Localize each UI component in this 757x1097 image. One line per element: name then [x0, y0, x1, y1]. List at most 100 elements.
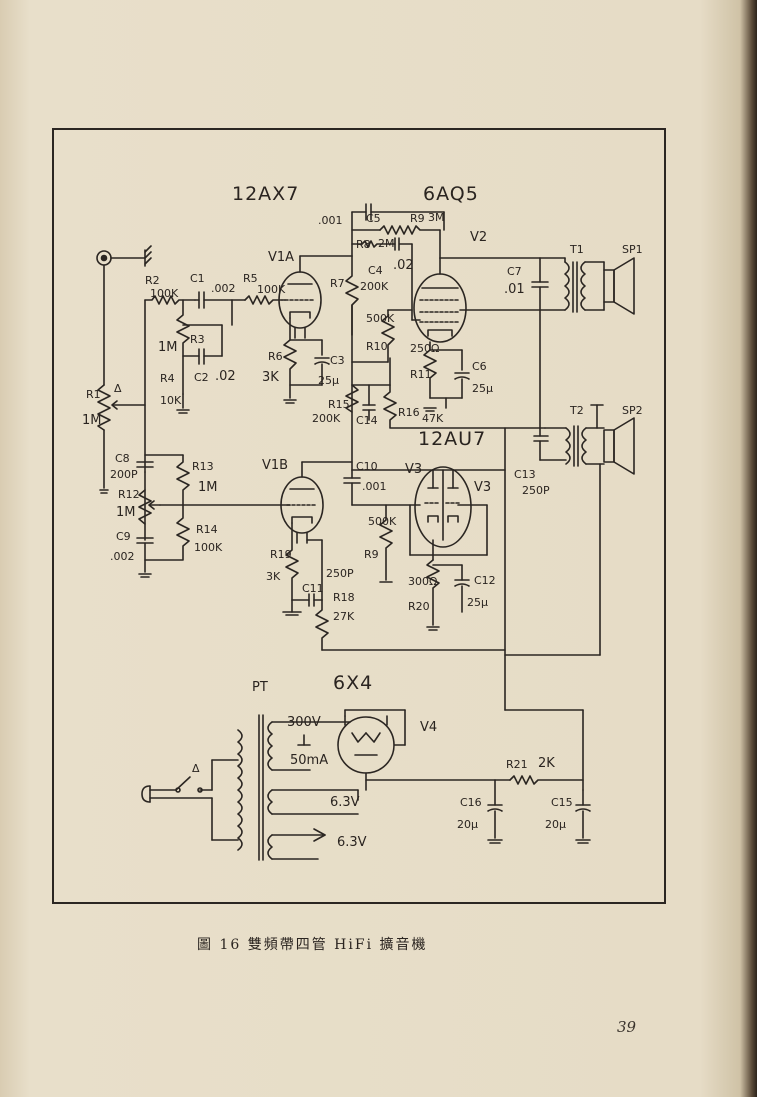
- v2-tube-icon: [413, 257, 467, 343]
- title-6aq5: 6AQ5: [423, 183, 479, 205]
- label-v2: V2: [470, 230, 488, 245]
- value-c3: 25μ: [318, 374, 339, 387]
- v1a-tube-icon: [278, 255, 322, 339]
- label-r14: R14: [196, 523, 218, 536]
- r12-pot: [138, 489, 152, 525]
- label-v1a: V1A: [268, 250, 295, 265]
- label-r13: R13: [192, 460, 214, 473]
- value-r16: 47K: [422, 412, 444, 425]
- label-c13: C13: [514, 468, 536, 481]
- label-c3: C3: [330, 354, 345, 367]
- r3-resistor: [176, 299, 190, 395]
- r16-resistor: [383, 384, 546, 429]
- label-c14: C14: [356, 414, 378, 427]
- label-t1: T1: [570, 243, 584, 256]
- value-r20: 300Ω: [408, 575, 438, 588]
- label-fil2: 6.3V: [337, 835, 367, 850]
- r6-resistor: [283, 317, 297, 399]
- value-c6: 25μ: [472, 382, 493, 395]
- value-c10: .001: [362, 480, 387, 493]
- c12-capacitor: [454, 564, 470, 613]
- r19-resistor: [285, 522, 299, 601]
- label-r21: R21: [506, 758, 528, 771]
- label-c1: C1: [190, 272, 205, 285]
- label-c9: C9: [116, 530, 131, 543]
- value-r6: 3K: [262, 370, 279, 385]
- label-c11: C11: [302, 582, 324, 595]
- c15-capacitor: [575, 789, 591, 839]
- sp2-speaker-icon: [603, 417, 635, 475]
- c9-capacitor: [136, 537, 154, 573]
- title-12ax7: 12AX7: [232, 183, 300, 205]
- t2-transformer-icon: [565, 404, 605, 467]
- v3-tube-icon: [414, 466, 472, 548]
- value-r5: 100K: [257, 283, 286, 296]
- value-r9: 3M: [428, 211, 445, 224]
- input-jack-icon: [96, 245, 152, 386]
- r11-resistor: [423, 341, 437, 399]
- label-v4: V4: [420, 720, 438, 735]
- label-fil1: 6.3V: [330, 795, 360, 810]
- value-c12: 25μ: [467, 596, 488, 609]
- label-r7: R7: [330, 277, 345, 290]
- c1-capacitor: [194, 291, 233, 309]
- r7-resistor: [345, 255, 359, 336]
- label-c4: C4: [368, 264, 383, 277]
- value-r14: 100K: [194, 541, 223, 554]
- label-sp2: SP2: [622, 404, 643, 417]
- c3-capacitor: [314, 357, 330, 386]
- label-c2: C2: [194, 371, 209, 384]
- label-pt: PT: [252, 680, 268, 695]
- r9-resistor: [379, 225, 441, 235]
- label-r15: R15: [328, 398, 350, 411]
- label-r12: R12: [118, 488, 140, 501]
- label-v1b: V1B: [262, 458, 289, 473]
- r18-resistor: [315, 599, 329, 651]
- label-hv-current: 50mA: [290, 753, 329, 768]
- label-r6: R6: [268, 350, 283, 363]
- value-r19: 3K: [266, 570, 281, 583]
- label-sp1: SP1: [622, 243, 643, 256]
- label-r4: R4: [160, 372, 175, 385]
- value-c2: .02: [215, 369, 236, 384]
- label-hv: 300V: [287, 715, 321, 730]
- value-c5: .001: [318, 214, 343, 227]
- figure-caption: 圖 16 雙頻帶四管 HiFi 擴音機: [197, 937, 428, 953]
- page-number: 39: [617, 1018, 637, 1036]
- value-r4: 10K: [160, 394, 182, 407]
- value-c11: 250P: [326, 567, 354, 580]
- value-c4: .02: [393, 258, 414, 273]
- c13-capacitor: [533, 427, 549, 461]
- label-r5: R5: [243, 272, 258, 285]
- value-r1: 1M: [82, 413, 102, 428]
- label-r19: R19: [270, 548, 292, 561]
- r15-resistor: [345, 384, 359, 413]
- v1b-tube-icon: [280, 461, 324, 544]
- c2-capacitor: [182, 348, 223, 365]
- c10-capacitor: [343, 469, 361, 506]
- value-c1: .002: [211, 282, 236, 295]
- t1-transformer-icon: [539, 257, 605, 313]
- r5-resistor: [244, 295, 283, 305]
- value-r8: 2M: [378, 237, 395, 250]
- label-c5: C5: [366, 212, 381, 225]
- c6-capacitor: [454, 372, 470, 399]
- value-r9b: 500K: [368, 515, 397, 528]
- label-r18: R18: [333, 591, 355, 604]
- label-c12: C12: [474, 574, 496, 587]
- label-r16: R16: [398, 406, 420, 419]
- label-c7: C7: [507, 265, 522, 278]
- c7-capacitor: [531, 281, 549, 311]
- value-c7: .01: [504, 282, 525, 297]
- diagram-frame: [52, 128, 666, 904]
- r8-resistor: [361, 240, 396, 248]
- power-plug-icon: [141, 759, 213, 841]
- r9b-resistor: [379, 504, 393, 581]
- label-c16: C16: [460, 796, 482, 809]
- c5-capacitor: [365, 203, 445, 221]
- label-r20: R20: [408, 600, 430, 613]
- label-c6: C6: [472, 360, 487, 373]
- value-r11: 250Ω: [410, 342, 440, 355]
- sp1-speaker-icon: [603, 257, 635, 315]
